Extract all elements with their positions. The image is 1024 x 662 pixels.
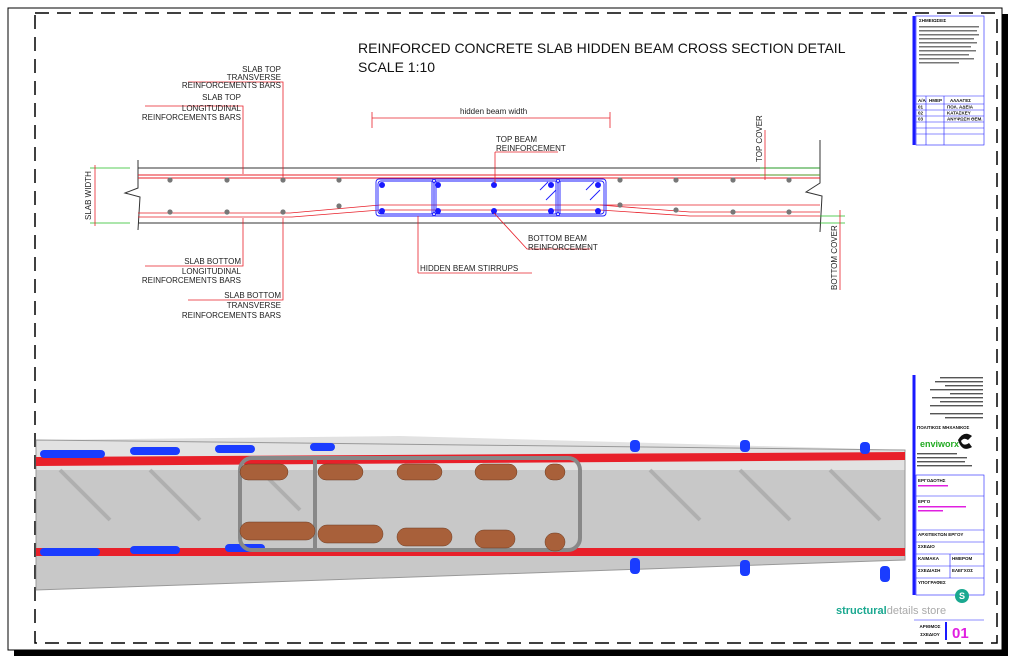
brand-name: structuraldetails store xyxy=(836,605,946,617)
project-label: ΕΡΓΟ xyxy=(918,499,931,504)
brand-icon xyxy=(955,589,969,603)
rev-header-date: ΗΜΕΡ xyxy=(929,98,942,103)
slab-cross-section xyxy=(90,81,845,301)
label-slab-bottom-longitudinal-3: REINFORCEMENTS BARS xyxy=(142,276,241,285)
notes-header: ΣΗΜΕΙΩΣΕΙΣ xyxy=(919,18,947,23)
brand-icon-letter: S xyxy=(959,591,965,601)
company-logo: enviworx xyxy=(920,439,959,449)
sheet-label-1: ΑΡΙΘΜΟΣ xyxy=(920,624,941,629)
label-top-beam-2: REINFORCEMENT xyxy=(496,144,566,153)
label-slab-top-longitudinal-2: LONGITUDINAL xyxy=(182,104,242,113)
sheet-label-2: ΣΧΕΔΙΟΥ xyxy=(920,632,940,637)
beam-bars xyxy=(379,182,601,214)
label-slab-top-transverse-2: TRANSVERSE xyxy=(227,73,281,82)
rev-1-no: 01 xyxy=(918,105,924,110)
drawing-scale: SCALE 1:10 xyxy=(358,59,435,75)
engineer-label: ΠΟΛΙΤΙΚΟΣ ΜΗΧΑΝΙΚΟΣ xyxy=(917,425,970,430)
label-top-beam-1: TOP BEAM xyxy=(496,135,537,144)
dashed-frame xyxy=(34,12,998,644)
3d-render xyxy=(35,436,906,591)
label-slab-top-transverse-3: REINFORCEMENTS BARS xyxy=(182,81,281,90)
rev-3-change: ΑΝΥΨΩΣΗ ΘΕΜ. xyxy=(947,117,982,122)
label-top-cover: TOP COVER xyxy=(755,115,764,162)
rev-3-no: 03 xyxy=(918,117,924,122)
scale-label: ΚΛΙΜΑΚΑ xyxy=(918,556,940,561)
label-slab-bottom-transverse-2: TRANSVERSE xyxy=(227,301,281,310)
label-slab-bottom-transverse-3: REINFORCEMENTS BARS xyxy=(182,311,281,320)
rev-header-change: ΑΛΛΑΓΕΣ xyxy=(950,98,971,103)
label-bottom-beam-2: REINFORCEMENT xyxy=(528,243,598,252)
date-label: ΗΜΕΡΟΜ xyxy=(952,556,973,561)
label-bottom-cover: BOTTOM COVER xyxy=(830,225,839,290)
drawing-label: ΣΧΕΔΙΟ xyxy=(918,544,935,549)
rev-1-change: ΠΟΛ. ΑΔΕΙΑ xyxy=(947,105,974,110)
client-label: ΕΡΓΟΔΟΤΗΣ xyxy=(918,478,946,483)
rev-2-change: ΚΑΤΑΣΚΕΥ xyxy=(947,111,971,116)
label-slab-bottom-longitudinal-2: LONGITUDINAL xyxy=(182,267,242,276)
label-slab-top-longitudinal-3: REINFORCEMENTS BARS xyxy=(142,113,241,122)
label-slab-bottom-transverse-1: SLAB BOTTOM xyxy=(224,291,281,300)
drawing-title: REINFORCED CONCRETE SLAB HIDDEN BEAM CRO… xyxy=(358,40,846,56)
rev-header-no: Α/Α xyxy=(918,98,927,103)
title-block: ΣΗΜΕΙΩΣΕΙΣ Α/Α ΗΜΕΡ ΑΛΛΑΓΕΣ 01 ΠΟΛ. ΑΔΕΙ… xyxy=(836,15,985,642)
label-slab-width: SLAB WIDTH xyxy=(84,171,93,220)
label-slab-top-transverse-1: SLAB TOP xyxy=(242,65,281,74)
label-hidden-beam-width: hidden beam width xyxy=(460,107,527,116)
callout-labels: SLAB TOP TRANSVERSE REINFORCEMENTS BARS … xyxy=(84,65,839,320)
label-slab-bottom-longitudinal-1: SLAB BOTTOM xyxy=(184,257,241,266)
label-stirrups: HIDDEN BEAM STIRRUPS xyxy=(420,264,518,273)
sheet-number: 01 xyxy=(952,625,969,642)
check-label: ΕΛΕΓΧΟΣ xyxy=(952,568,973,573)
logo-mark-icon xyxy=(958,433,972,449)
label-bottom-beam-1: BOTTOM BEAM xyxy=(528,234,587,243)
rev-2-no: 02 xyxy=(918,111,924,116)
design-label: ΣΧΕΔΙΑΣΗ xyxy=(918,568,940,573)
architect-label: ΑΡΧΙΤΕΚΤΩΝ ΕΡΓΟΥ xyxy=(918,532,963,537)
signatures-label: ΥΠΟΓΡΑΦΕΣ xyxy=(918,580,946,585)
hidden-beam-stirrups xyxy=(375,178,607,217)
label-slab-top-longitudinal-1: SLAB TOP xyxy=(202,93,241,102)
